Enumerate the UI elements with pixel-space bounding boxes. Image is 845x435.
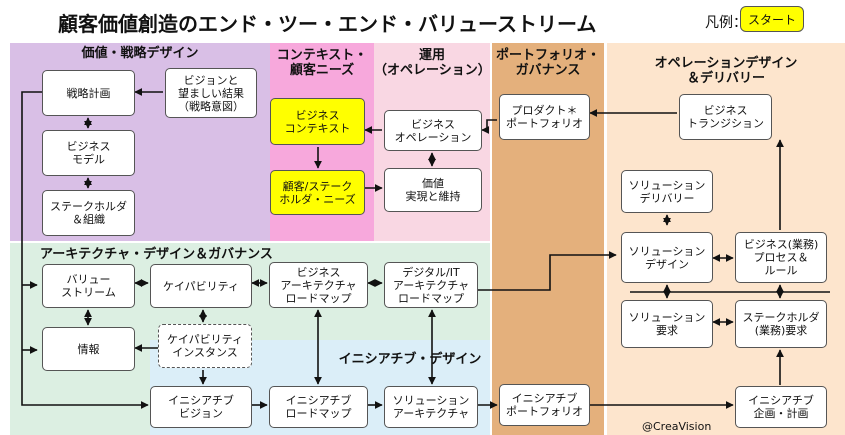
region-label-architecture: アーキテクチャ・デザイン＆ガバナンス (40, 247, 273, 262)
box-product-portfolio: プロダクト＊ ポートフォリオ (499, 94, 590, 140)
box-initiative-roadmap: イニシアチブ ロードマップ (269, 386, 368, 428)
box-business-model: ビジネス モデル (42, 130, 135, 176)
region-label-initiative: イニシアチブ・デザイン (338, 352, 482, 367)
box-value-stream: バリュー ストリーム (42, 264, 135, 308)
box-capability: ケイパビリティ (150, 264, 252, 308)
region-label-context: コンテキスト・ 顧客ニーズ (276, 48, 368, 78)
box-business-transition: ビジネス トランジション (679, 94, 772, 140)
box-digital-it-roadmap: デジタル/IT アーキテクチャ ロードマップ (384, 262, 478, 308)
box-solution-design: ソリューション デザイン (621, 232, 713, 283)
box-stakeholder-requirements: ステークホルダ (業務)要求 (735, 300, 827, 348)
box-solution-architecture: ソリューション アーキテクチャ (384, 386, 478, 428)
box-initiative-vision: イニシアチブ ビジョン (150, 386, 252, 428)
box-business-context: ビジネス コンテキスト (270, 98, 365, 145)
region-label-strategy: 価値・戦略デザイン (81, 46, 199, 61)
box-stakeholder-org: ステークホルダ ＆組織 (42, 190, 135, 236)
box-business-process: ビジネス(業務) プロセス＆ ルール (735, 232, 827, 283)
region-label-opdesign: オペレーションデザイン ＆デリバリー (654, 56, 798, 86)
box-initiative-plan: イニシアチブ 企画・計画 (735, 386, 827, 428)
box-biz-arch-roadmap: ビジネス アーキテクチャ ロードマップ (269, 262, 368, 308)
credit-text: @CreaVision (642, 420, 712, 433)
box-customer-needs: 顧客/ステーク ホルダ・ニーズ (270, 170, 365, 215)
box-solution-requirements: ソリューション 要求 (621, 300, 713, 348)
box-vision: ビジョンと 望ましい結果 （戦略意図） (165, 68, 257, 118)
region-label-operation: 運用 （オペレーション） (374, 48, 491, 78)
legend-start-sample: スタート (740, 6, 804, 32)
legend-label: 凡例： (705, 15, 747, 31)
box-capability-instance: ケイパビリティ インスタンス (158, 324, 252, 368)
box-value-realization: 価値 実現と維持 (384, 168, 482, 212)
page-title: 顧客価値創造のエンド・ツー・エンド・バリューストリーム (58, 12, 597, 36)
box-solution-delivery: ソリューション デリバリー (621, 170, 713, 213)
box-business-operation: ビジネス オペレーション (384, 110, 482, 151)
box-information: 情報 (42, 327, 135, 371)
region-label-portfolio: ポートフォリオ・ ガバナンス (495, 48, 600, 78)
box-initiative-portfolio: イニシアチブ ポートフォリオ (499, 384, 590, 426)
box-strategic-plan: 戦略計画 (42, 70, 135, 116)
